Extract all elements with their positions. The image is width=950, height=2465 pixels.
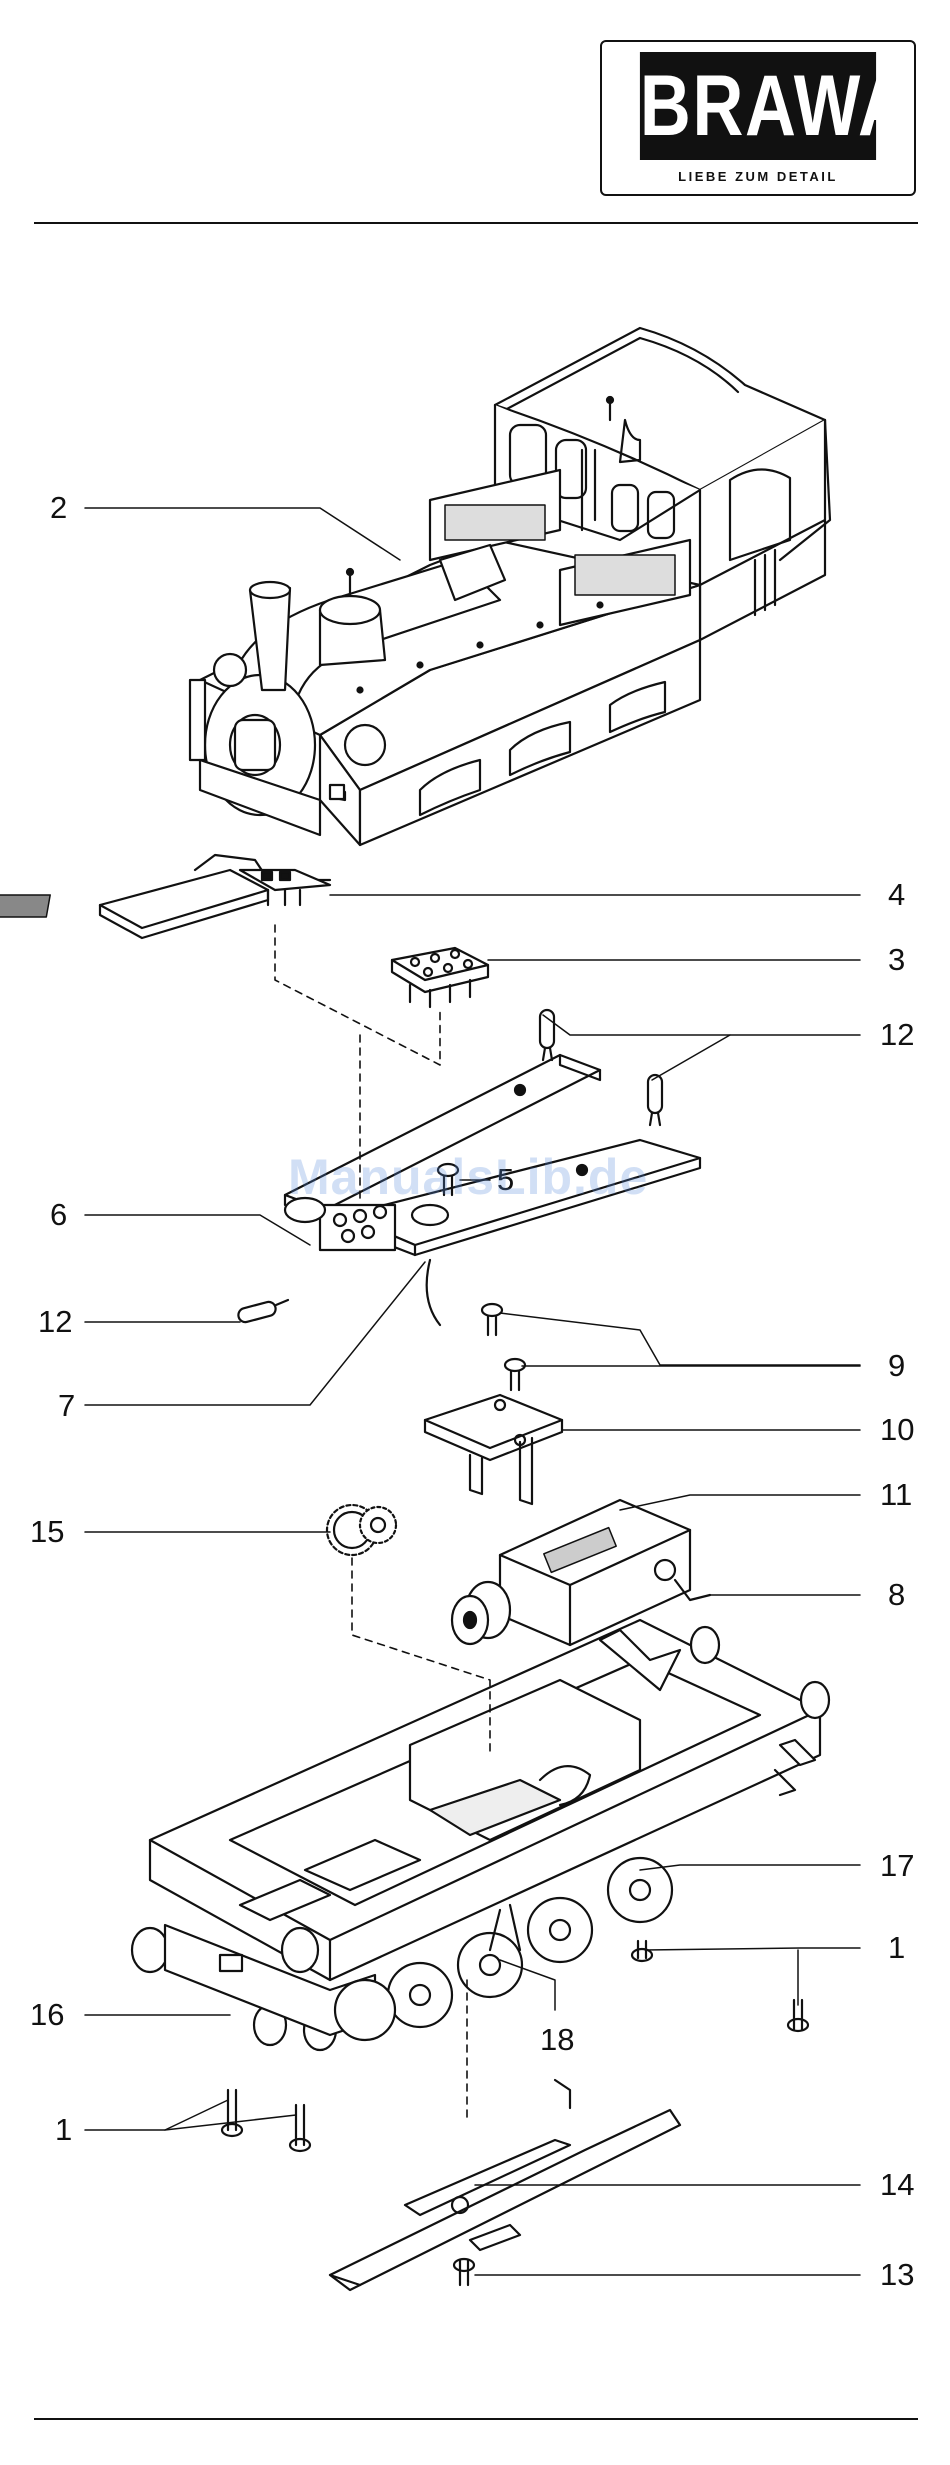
chassis-frame: [132, 1620, 829, 2050]
callout-11: 11: [880, 1477, 912, 1512]
callout-10: 10: [880, 1412, 914, 1447]
callout-9: 9: [888, 1348, 905, 1383]
callout-1-right: 1: [888, 1930, 905, 1965]
callout-6: 6: [50, 1197, 67, 1232]
callout-8: 8: [888, 1577, 905, 1612]
callout-7: 7: [58, 1388, 75, 1423]
callout-13: 13: [880, 2257, 914, 2292]
callout-16: 16: [30, 1997, 64, 2032]
callout-17: 17: [880, 1848, 914, 1883]
callout-14: 14: [880, 2167, 914, 2202]
callout-3: 3: [888, 942, 905, 977]
plug-connector: [392, 948, 488, 1007]
callout-1-left: 1: [55, 2112, 72, 2147]
callout-4: 4: [888, 877, 905, 912]
watermark: ManualsLib.de: [288, 1148, 648, 1206]
callout-18: 18: [540, 2022, 574, 2057]
callout-2: 2: [50, 490, 67, 525]
motor: [452, 1500, 710, 1645]
gear: [327, 1505, 396, 1555]
callout-12-right: 12: [880, 1017, 914, 1052]
decoder-board: [0, 855, 330, 938]
callout-12-left: 12: [38, 1304, 72, 1339]
locomotive-body: [190, 328, 830, 845]
callout-15: 15: [30, 1514, 64, 1549]
motor-bracket: [425, 1395, 562, 1504]
